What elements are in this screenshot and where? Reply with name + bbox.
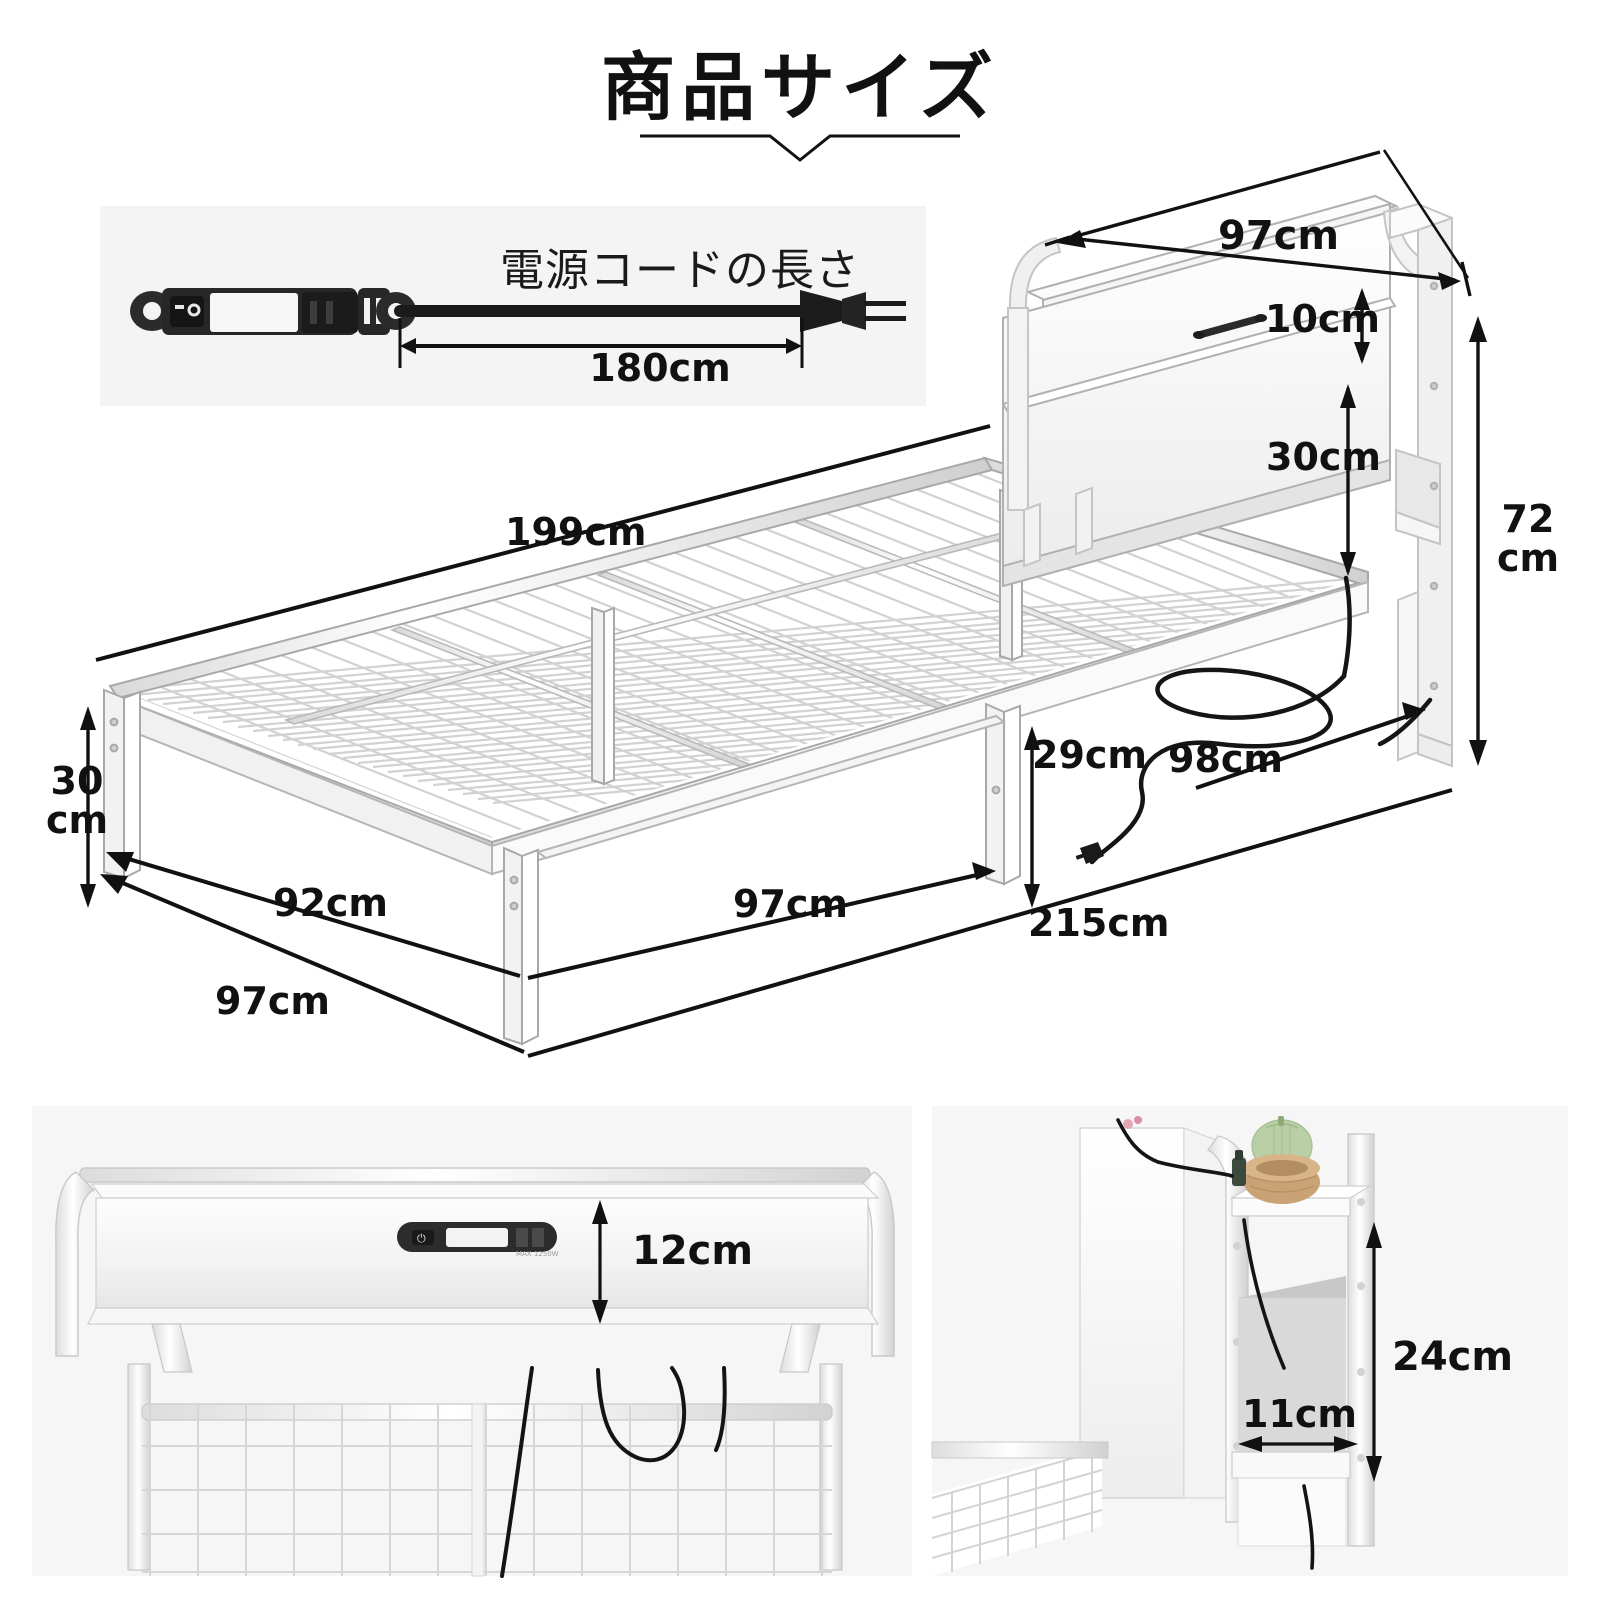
dim-cord-drop [1195,702,1426,790]
dim-total-height [1469,316,1487,766]
power-outlet-panel-icon: ⏻ MAX 1250W [397,1222,559,1258]
dim-label-leg-height: 30 cm [40,762,114,840]
dim-label-total-height: 72 cm [1492,500,1564,578]
power-cord-inset-panel: 電源コードの長さ [100,206,926,406]
headboard-front-detail-panel: ⏻ MAX 1250W [32,1106,912,1578]
dim-label-shelf-height: 24cm [1392,1334,1514,1380]
dim-label-shelf-band: 10cm [1265,297,1381,341]
dim-total-length [527,788,1453,1058]
headboard-front-illustration: ⏻ MAX 1250W [55,1167,895,1578]
dim-label-frame-length: 199cm [505,510,647,554]
dim-frame-length [95,424,991,662]
dim-headboard-face-height [592,1200,608,1324]
bed-frame-isometric-drawing [80,149,1487,1058]
svg-text:MAX 1250W: MAX 1250W [516,1250,559,1258]
leg-front-left [103,688,141,880]
dim-label-clearance-height: 29cm [1032,733,1148,777]
svg-text:⏻: ⏻ [417,1232,426,1245]
dim-outer-width-front-left [100,874,525,1054]
dim-label-cord-drop: 98cm [1168,737,1284,781]
dim-label-total-height-line1: 72 [1501,497,1555,541]
headboard [1001,194,1453,768]
wire-mesh-corner [931,1441,1109,1576]
dim-headboard-width [1044,149,1472,297]
page-title: 商品サイズ [601,45,999,131]
dim-label-headboard-face-height: 12cm [632,1228,754,1274]
title-underline-decoration [640,134,960,162]
dim-shelf-band [1354,288,1370,364]
dim-label-headboard-panel: 30cm [1266,435,1382,479]
dim-shelf-height [1366,1222,1382,1482]
dim-outer-width-mid [527,862,996,980]
flower-ornament [1123,1116,1142,1129]
wire-mesh-below [141,1403,833,1577]
side-shelf-illustration [931,1116,1382,1576]
power-cord-illustration [130,288,906,368]
dim-shelf-depth [1238,1436,1358,1452]
leg-center-inner [591,606,615,786]
dim-label-inner-width: 92cm [273,881,389,925]
dim-label-total-height-line2: cm [1496,535,1560,580]
dim-label-shelf-depth: 11cm [1242,1392,1358,1436]
cord-length-dimension [398,318,804,368]
leg-front-middle [503,846,539,1046]
power-cord-routing [1089,575,1433,865]
side-shelf-detail-panel: 24cm 11cm [931,1106,1568,1576]
small-bottle-ornament [1232,1150,1246,1186]
dim-inner-width [106,852,521,978]
dim-label-leg-height-line1: 30 [50,759,104,803]
cord-end-plug-icon [1075,842,1104,864]
dim-clearance-height [1024,726,1040,908]
power-plug-icon [800,290,906,332]
dim-leg-height [80,706,96,908]
dim-label-outer-width-rear: 97cm [733,882,849,926]
cord-length-caption: 電源コードの長さ [500,245,860,296]
dim-label-outer-width-front: 97cm [215,979,331,1023]
woven-basket-ornament [1244,1154,1320,1204]
cord-length-value: 180cm [589,346,731,390]
dim-headboard-panel [1340,384,1356,576]
wire-mesh-deck [118,462,1360,838]
leg-rear-right [985,702,1021,886]
power-outlet-panel-icon [1193,314,1267,339]
dim-label-headboard-width: 97cm [1218,213,1340,259]
dim-label-leg-height-line2: cm [45,797,109,842]
dim-label-total-length: 215cm [1028,901,1170,945]
